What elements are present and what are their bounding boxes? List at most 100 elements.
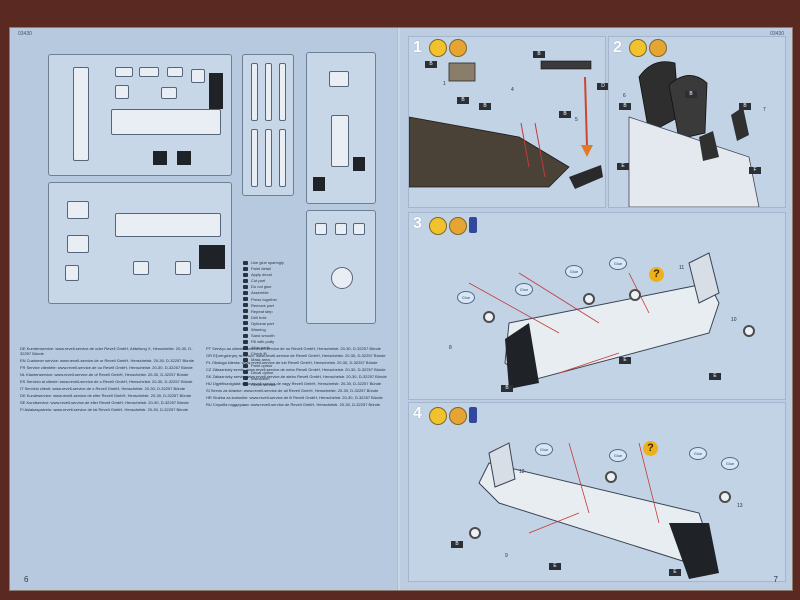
paint-color-icon [449, 39, 467, 57]
glue-icon: Glue [609, 257, 627, 270]
service-paragraph: PT Serviço ao cliente: www.revell-servic… [206, 346, 381, 351]
legend-icon [243, 284, 248, 289]
glue-icon: Glue [609, 449, 627, 462]
paint-color-icon [449, 407, 467, 425]
legend-icon [243, 290, 248, 295]
legend-label: Decal option [251, 369, 274, 375]
legend-icon [243, 303, 248, 308]
callout-number: 5 [575, 117, 578, 123]
question-icon: ? [643, 441, 658, 456]
step-3-panel: 3 Glue Glue Glue Glue ? E E [408, 212, 786, 400]
legend-row: Use glue sparingly [243, 260, 353, 265]
legend-row: Sand smooth [243, 333, 353, 338]
legend-label: Revell service [251, 381, 276, 387]
ring-part [719, 491, 731, 503]
service-paragraph: EN Customer service: www.revell-service.… [20, 358, 195, 363]
ring-part [743, 325, 755, 337]
service-paragraph: DK Kundeservice: www.revell-service.de e… [20, 393, 192, 398]
step-number: 1 [413, 39, 422, 56]
service-paragraph: SI Servis za stranke: www.revell-service… [206, 388, 379, 393]
service-text-column: DE Kundenservice: www.revell-service.de … [20, 346, 202, 414]
sprue-frame-b [242, 54, 294, 196]
step-1-panel: 1 B B B B B D 1 4 5 [408, 36, 609, 208]
legend-label: Align parts [251, 345, 270, 351]
left-page: 03430 [10, 28, 398, 590]
callout-number: 8 [449, 345, 452, 351]
glue-icon: Glue [721, 457, 739, 470]
legend-icon [243, 260, 248, 265]
paint-bottle-icon [469, 407, 477, 423]
paint-color-icon [649, 39, 667, 57]
legend-icon [243, 278, 248, 283]
small-part [329, 71, 349, 87]
rod-part [265, 63, 272, 121]
small-part [67, 201, 89, 219]
step-number: 3 [413, 215, 422, 232]
legend-icon [243, 382, 248, 387]
dark-panel [153, 151, 167, 165]
legend-icon [243, 321, 248, 326]
legend-icon [243, 351, 248, 356]
question-icon: ? [649, 267, 664, 282]
legend-row: Press together [243, 296, 353, 302]
small-part [115, 85, 129, 99]
legend-label: Remove part [251, 302, 274, 308]
dark-panel [209, 73, 223, 109]
service-paragraph: FR Service clientèle: www.revell-service… [20, 365, 193, 370]
small-part [65, 265, 79, 281]
legend-icon [243, 357, 248, 362]
page-fold [397, 28, 401, 590]
ring-part [583, 293, 595, 305]
service-paragraph: SE Kundservice: www.revell-service.de el… [20, 400, 189, 405]
ring-part [629, 289, 641, 301]
glue-icon: Glue [689, 447, 707, 460]
legend-label: Cut part [251, 278, 266, 284]
part-tag: B [559, 111, 571, 118]
rod-part [279, 63, 286, 121]
service-paragraph: NL Klantenservice: www.revell-service.de… [20, 372, 189, 377]
part-tag: B [533, 51, 545, 58]
legend-icon [243, 345, 248, 350]
callout-number: 9 [505, 553, 508, 559]
paint-color-icon [429, 217, 447, 235]
sprue-frame-c [306, 52, 376, 204]
service-text-column: PT Serviço ao cliente: www.revell-servic… [206, 346, 388, 409]
part-tag: E [549, 563, 561, 570]
rod-part [265, 129, 272, 187]
legend-row: Paint option [243, 363, 353, 368]
small-part [67, 235, 89, 253]
glue-icon: Glue [457, 291, 475, 304]
part-tag: B [425, 61, 437, 68]
paint-color-icon [429, 407, 447, 425]
sprue-frame-a [48, 54, 232, 176]
part-tag: E [709, 373, 721, 380]
step-2-panel: 2 B B B F E 6 7 [608, 36, 786, 208]
hull-part [115, 213, 221, 237]
part-tag: E [617, 163, 629, 170]
callout-number: 12 [519, 469, 525, 475]
legend-row: Apply decal [243, 272, 353, 277]
service-paragraph: PL Obsługa klienta: www.revell-service.d… [206, 360, 378, 365]
legend-label: Optional part [251, 320, 274, 326]
part-tag: E [669, 569, 681, 576]
hull-part [111, 109, 221, 135]
legend-row: Remove part [243, 303, 353, 308]
legend-icon [243, 333, 248, 338]
step-number: 2 [613, 39, 622, 56]
page-code-right: 03430 [770, 31, 784, 37]
small-part [191, 69, 205, 83]
page-number-left: 6 [24, 575, 29, 584]
legend-label: Paint detail [251, 266, 271, 272]
step-4-drawing [478, 442, 719, 579]
part-tag: B [501, 385, 513, 392]
part-tag: B [619, 103, 631, 110]
paint-color-icon [429, 39, 447, 57]
legend-label: Press together [251, 296, 278, 302]
legend-icon [243, 376, 248, 381]
right-page: 03430 1 B B B B B D 1 4 5 [400, 28, 792, 590]
callout-number: 11 [679, 265, 685, 271]
glue-icon: Glue [515, 283, 533, 296]
page-number-right: 7 [773, 575, 778, 584]
sprue-frame-d [48, 182, 232, 304]
step-4-panel: 4 Glue Glue Glue Glue ? E B E 12 [408, 402, 786, 582]
